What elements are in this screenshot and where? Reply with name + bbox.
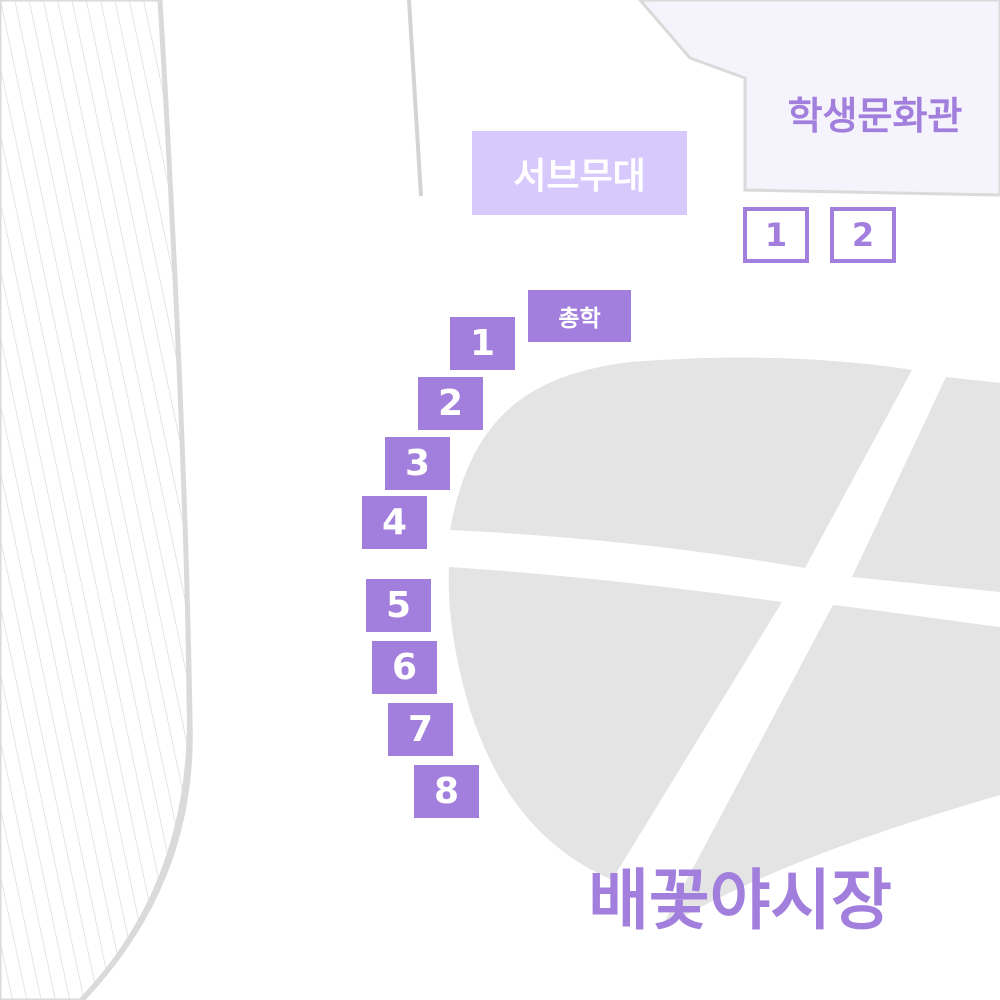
plaza-block-bottom-left: [448, 567, 782, 880]
sub-stage-label[interactable]: 서브무대: [472, 131, 687, 215]
booth-2[interactable]: 2: [418, 377, 483, 430]
plaza-block-top-left: [450, 357, 912, 568]
student-hall-building: [638, 0, 1000, 197]
booth-3[interactable]: 3: [385, 437, 450, 490]
student-hall-label: 학생문화관: [787, 93, 963, 138]
booth-6[interactable]: 6: [372, 641, 437, 694]
plaza-block-bottom-right: [660, 605, 1000, 930]
booth-1[interactable]: 1: [450, 317, 515, 370]
booth-7[interactable]: 7: [388, 703, 453, 756]
booth-4[interactable]: 4: [362, 496, 427, 549]
student-council-booth[interactable]: 총학: [528, 290, 631, 342]
booth-5[interactable]: 5: [366, 579, 431, 632]
night-market-title: 배꽃야시장: [588, 862, 892, 939]
road-line: [407, 0, 423, 197]
stands-hatched-area: [0, 0, 190, 1000]
booth-8[interactable]: 8: [414, 765, 479, 818]
hall-booth-1[interactable]: 1: [743, 207, 809, 263]
plaza-block-top-right: [852, 377, 1000, 592]
hall-booth-2[interactable]: 2: [830, 207, 896, 263]
road-edge: [80, 0, 193, 1000]
